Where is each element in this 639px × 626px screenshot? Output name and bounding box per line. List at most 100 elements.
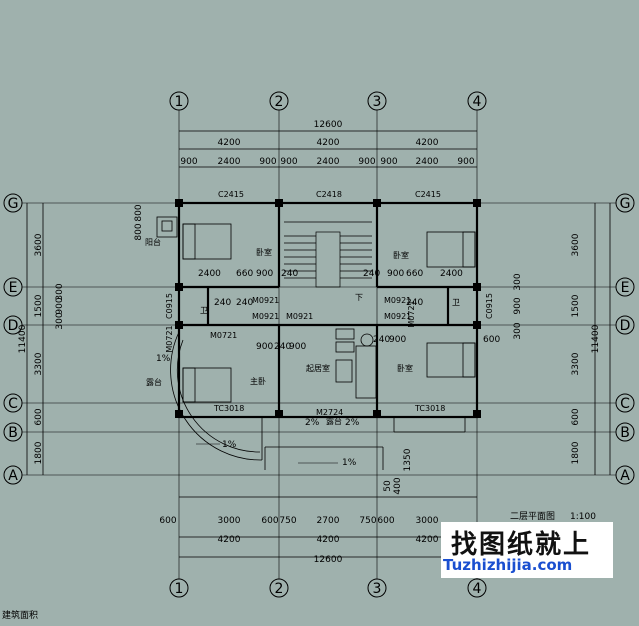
stair-dim: 50 bbox=[383, 480, 393, 492]
dim-detail: 750 bbox=[279, 516, 296, 526]
dim-small: 900 bbox=[55, 297, 65, 314]
door-label: M0921 bbox=[252, 312, 279, 321]
door-label: M0921 bbox=[286, 312, 313, 321]
window-label: TC3018 bbox=[213, 404, 244, 413]
dim-bay: 3600 bbox=[34, 233, 44, 256]
dim-bay: 1500 bbox=[571, 294, 581, 317]
watermark-title: 找图纸就上 bbox=[451, 530, 592, 560]
corner-note: 建筑面积 bbox=[2, 609, 38, 621]
dim-total-bottom: 12600 bbox=[314, 555, 343, 565]
room-label: 卫 bbox=[200, 306, 208, 315]
dim-bay: 1800 bbox=[34, 441, 44, 464]
dim-detail: 2700 bbox=[317, 516, 340, 526]
axis-label: B bbox=[620, 425, 630, 441]
window-label: TC3018 bbox=[414, 404, 445, 413]
bed-icons bbox=[182, 223, 476, 403]
dim-small: 300 bbox=[513, 273, 523, 290]
columns bbox=[175, 199, 481, 418]
axis-label: B bbox=[8, 425, 18, 441]
dim-bay: 1500 bbox=[34, 294, 44, 317]
dim-small: 300 bbox=[55, 283, 65, 300]
dim-total-right: 11400 bbox=[591, 324, 601, 353]
axis-label: 3 bbox=[373, 581, 382, 597]
door-label: M0721 bbox=[165, 325, 174, 352]
window-label: C2415 bbox=[218, 190, 244, 199]
dim-small: 300 bbox=[55, 312, 65, 329]
room-label: 卧室 bbox=[397, 363, 413, 373]
dim-detail: 900 bbox=[380, 157, 397, 167]
dim-detail: 600 bbox=[377, 516, 394, 526]
dim-detail: 900 bbox=[259, 157, 276, 167]
dim-bay: 600 bbox=[34, 408, 44, 425]
inner-dim: 900 bbox=[289, 342, 306, 352]
watermark-box: 找图纸就上 Tuzhizhijia.com bbox=[441, 522, 613, 578]
axis-label: G bbox=[620, 196, 631, 212]
inner-dim: 900 bbox=[387, 269, 404, 279]
inner-dim: 900 bbox=[389, 335, 406, 345]
axis-label: 1 bbox=[175, 581, 184, 597]
room-label: 卧室 bbox=[393, 250, 409, 260]
dim-bay: 4200 bbox=[416, 535, 439, 545]
dim-small: 300 bbox=[513, 322, 523, 339]
plan-scale: 1:100 bbox=[570, 512, 596, 522]
axis-label: D bbox=[8, 318, 19, 334]
axis-label: C bbox=[620, 396, 630, 412]
dim-detail: 900 bbox=[457, 157, 474, 167]
axis-label: A bbox=[8, 468, 18, 484]
room-label: 主卧 bbox=[250, 376, 266, 386]
dim-small: 800 bbox=[134, 204, 144, 221]
door-label: M0921 bbox=[384, 312, 411, 321]
inner-dim: 900 bbox=[256, 342, 273, 352]
inner-dim: 660 bbox=[406, 269, 423, 279]
axis-label: 2 bbox=[275, 581, 284, 597]
inner-dim: 240 bbox=[274, 342, 291, 352]
axis-markers-right: G E D C B A bbox=[615, 193, 635, 485]
dim-bay: 3300 bbox=[34, 352, 44, 375]
axis-label: E bbox=[9, 280, 18, 296]
room-label: 阳台 bbox=[145, 237, 161, 247]
window-label: C0915 bbox=[165, 293, 174, 319]
top-dimension-lines bbox=[26, 130, 611, 558]
slope-arrows bbox=[196, 443, 338, 464]
inner-dim: 660 bbox=[236, 269, 253, 279]
inner-dim: 240 bbox=[214, 298, 231, 308]
door-label: M2724 bbox=[316, 408, 343, 417]
room-label: 卧室 bbox=[256, 247, 272, 257]
axis-grid-lines bbox=[22, 110, 616, 579]
door-label: M0921 bbox=[384, 296, 411, 305]
stairs-down-label: 下 bbox=[355, 293, 363, 302]
window-label: C0915 bbox=[485, 293, 494, 319]
dim-detail: 2400 bbox=[218, 157, 241, 167]
axis-label: A bbox=[620, 468, 630, 484]
axis-markers-bottom: 1 2 3 4 bbox=[169, 578, 487, 598]
slope-label: 1% bbox=[342, 458, 357, 468]
walls bbox=[177, 201, 479, 419]
inner-dim: 900 bbox=[256, 269, 273, 279]
dim-bay: 600 bbox=[571, 408, 581, 425]
axis-label: G bbox=[8, 196, 19, 212]
living-room-furniture bbox=[335, 328, 377, 399]
dim-detail: 750 bbox=[359, 516, 376, 526]
axis-label: E bbox=[621, 280, 630, 296]
inner-dim: 600 bbox=[483, 335, 500, 345]
axis-label: 3 bbox=[373, 94, 382, 110]
staircase bbox=[284, 221, 372, 288]
dim-detail: 600 bbox=[159, 516, 176, 526]
axis-label: 1 bbox=[175, 94, 184, 110]
room-label: 露台 bbox=[146, 377, 162, 387]
slope-label: 1% bbox=[222, 440, 237, 450]
inner-dim: 240 bbox=[373, 335, 390, 345]
dim-bay: 3600 bbox=[571, 233, 581, 256]
inner-dim: 2400 bbox=[198, 269, 221, 279]
stair-dim: 400 bbox=[393, 477, 403, 494]
dim-bay: 3300 bbox=[571, 352, 581, 375]
door-label: M0921 bbox=[252, 296, 279, 305]
dim-bay: 1800 bbox=[571, 441, 581, 464]
axis-label: D bbox=[620, 318, 631, 334]
dim-bay: 4200 bbox=[317, 138, 340, 148]
dim-detail: 600 bbox=[261, 516, 278, 526]
dim-total-top: 12600 bbox=[314, 120, 343, 130]
slope-label: 2% bbox=[305, 418, 320, 428]
dim-small: 900 bbox=[513, 297, 523, 314]
